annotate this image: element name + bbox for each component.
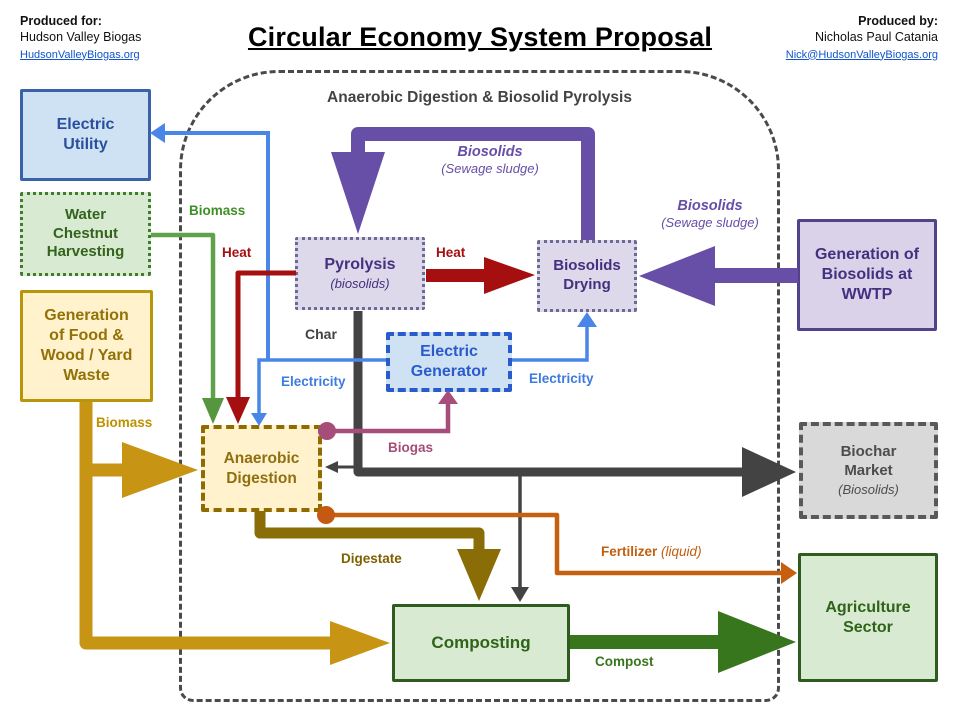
- node-agriculture-sector-label: Agriculture Sector: [825, 598, 911, 636]
- node-anaerobic-digestion-label: Anaerobic Digestion: [223, 450, 300, 487]
- node-biochar-market-sub: (Biosolids): [838, 481, 899, 497]
- system-boundary-title: Anaerobic Digestion & Biosolid Pyrolysis: [327, 89, 632, 106]
- flow-label-biosolids-top-title: Biosolids: [457, 144, 523, 160]
- node-water-chestnut: Water Chestnut Harvesting: [20, 192, 151, 276]
- node-pyrolysis-label: Pyrolysis: [324, 256, 396, 274]
- flow-label-fertilizer-suffix: (liquid): [661, 544, 702, 559]
- flow-label-fertilizer: Fertilizer (liquid): [601, 544, 702, 559]
- node-agriculture-sector: Agriculture Sector: [798, 553, 938, 682]
- produced-for-block: Produced for: Hudson Valley Biogas Hudso…: [20, 13, 141, 62]
- node-anaerobic-digestion: Anaerobic Digestion: [201, 425, 322, 512]
- flow-label-biosolids-right: Biosolids (Sewage sludge): [638, 198, 782, 230]
- node-water-chestnut-label: Water Chestnut Harvesting: [46, 206, 125, 261]
- flow-label-biosolids-top-sub: (Sewage sludge): [441, 161, 539, 176]
- node-pyrolysis-sub: (biosolids): [330, 275, 390, 291]
- node-composting-label: Composting: [431, 633, 531, 653]
- produced-by-name: Nicholas Paul Catania: [815, 30, 938, 45]
- produced-by-caption: Produced by:: [858, 14, 938, 28]
- flow-label-heat-mid: Heat: [436, 245, 466, 260]
- node-biosolids-drying: Biosolids Drying: [537, 240, 637, 312]
- flow-label-heat-left: Heat: [222, 245, 252, 260]
- node-pyrolysis: Pyrolysis (biosolids): [295, 237, 425, 310]
- node-biochar-market-label: Biochar Market: [840, 443, 897, 479]
- node-electric-generator: Electric Generator: [386, 332, 512, 392]
- produced-by-block: Produced by: Nicholas Paul Catania Nick@…: [786, 13, 938, 62]
- flow-label-char: Char: [305, 326, 337, 342]
- flow-label-electricity-left: Electricity: [281, 374, 346, 389]
- flow-label-compost: Compost: [595, 654, 654, 669]
- node-wwtp: Generation of Biosolids at WWTP: [797, 219, 937, 331]
- page-title: Circular Economy System Proposal: [247, 22, 713, 52]
- node-electric-utility-label: Electric Utility: [56, 116, 115, 153]
- node-composting: Composting: [392, 604, 570, 682]
- flow-label-biomass-gold: Biomass: [96, 415, 153, 430]
- flow-label-biosolids-right-sub: (Sewage sludge): [661, 215, 759, 230]
- node-electric-generator-label: Electric Generator: [410, 343, 488, 380]
- produced-by-link[interactable]: Nick@HudsonValleyBiogas.org: [785, 48, 938, 61]
- produced-for-link[interactable]: HudsonValleyBiogas.org: [20, 48, 140, 61]
- node-food-waste: Generation of Food & Wood / Yard Waste: [20, 290, 153, 402]
- node-food-waste-label: Generation of Food & Wood / Yard Waste: [40, 307, 133, 384]
- node-biochar-market: Biochar Market (Biosolids): [799, 422, 938, 519]
- node-electric-utility: Electric Utility: [20, 89, 151, 181]
- produced-for-name: Hudson Valley Biogas: [20, 30, 142, 45]
- flow-label-electricity-right: Electricity: [529, 371, 594, 386]
- flow-label-biogas: Biogas: [388, 440, 434, 455]
- node-biosolids-drying-label: Biosolids Drying: [553, 257, 621, 293]
- flow-label-biosolids-right-title: Biosolids: [677, 198, 743, 214]
- flow-label-digestate: Digestate: [341, 551, 402, 566]
- produced-for-caption: Produced for:: [20, 14, 102, 28]
- flow-label-biomass-green: Biomass: [189, 203, 246, 218]
- flow-label-fertilizer-word: Fertilizer: [601, 544, 658, 559]
- node-wwtp-label: Generation of Biosolids at WWTP: [814, 246, 919, 303]
- flow-label-biosolids-top: Biosolids (Sewage sludge): [412, 144, 568, 176]
